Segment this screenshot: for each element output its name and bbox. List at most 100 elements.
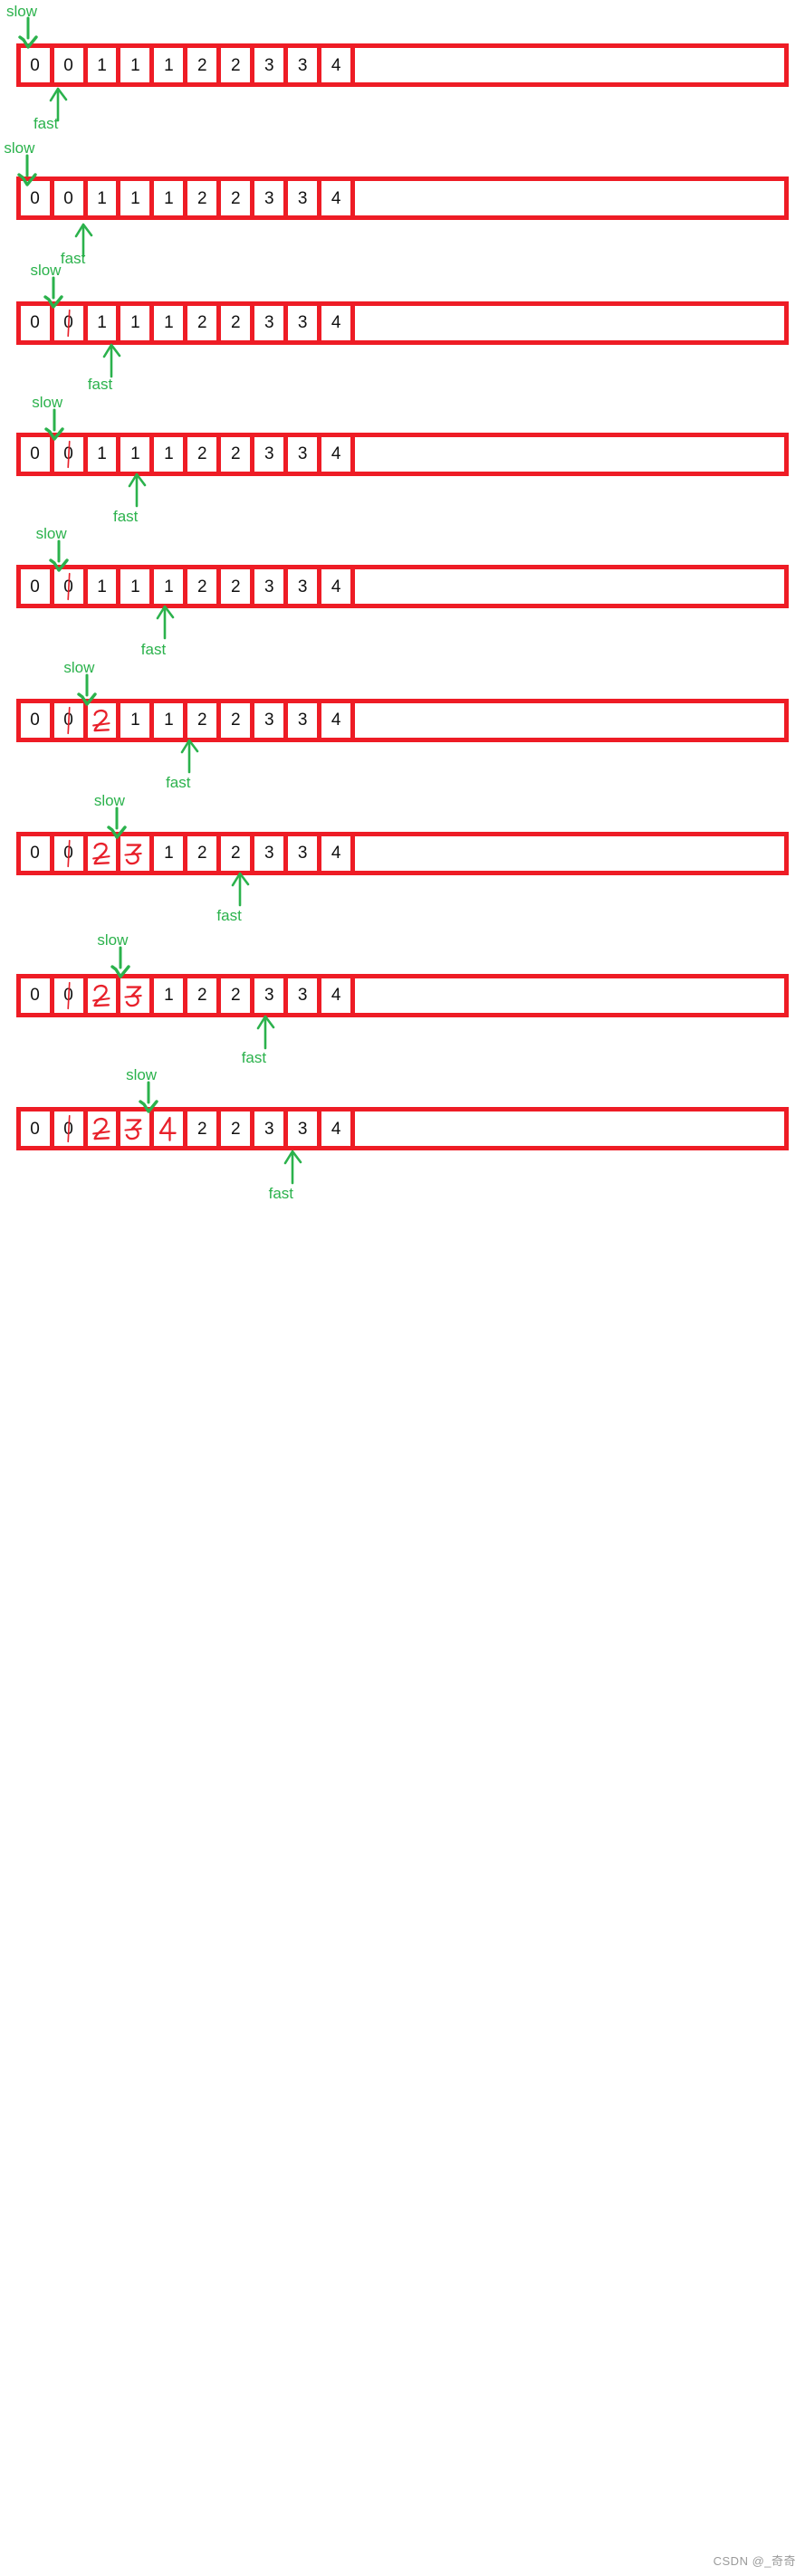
slow-pointer-arrow bbox=[43, 408, 67, 444]
array-cell: 3 bbox=[288, 48, 322, 83]
array-cell: 4 bbox=[321, 978, 356, 1013]
array-cell: 1 bbox=[154, 181, 188, 216]
slow-pointer-arrow bbox=[110, 946, 133, 981]
cell-value: 0 bbox=[30, 313, 40, 333]
cell-value: 2 bbox=[197, 986, 207, 1006]
array-cell: 3 bbox=[254, 181, 289, 216]
array-cell: 3 bbox=[288, 978, 322, 1013]
array-cell: 1 bbox=[154, 569, 188, 605]
handwritten-value-2 bbox=[88, 978, 117, 1013]
cell-value: 2 bbox=[231, 986, 241, 1006]
array-cell: 2 bbox=[187, 48, 222, 83]
array-cell: 1 bbox=[88, 305, 121, 340]
cell-value: 3 bbox=[297, 313, 308, 333]
fast-pointer-arrow bbox=[155, 604, 177, 640]
slow-pointer-label: slow bbox=[126, 1066, 158, 1084]
cell-value: 3 bbox=[297, 444, 308, 464]
cell-value: 0 bbox=[30, 577, 40, 596]
array-cell: 1 bbox=[154, 978, 188, 1013]
cell-value: 0 bbox=[30, 986, 40, 1006]
array-cell: 4 bbox=[321, 835, 356, 871]
cell-value: 0 bbox=[63, 444, 73, 464]
array-cell: 4 bbox=[321, 1111, 356, 1147]
array-cell: 4 bbox=[321, 436, 356, 472]
cell-value: 2 bbox=[231, 711, 241, 730]
array-cell: 3 bbox=[254, 305, 289, 340]
cell-value: 3 bbox=[264, 844, 274, 863]
array-trailing-blank bbox=[355, 48, 784, 82]
cell-value: 0 bbox=[63, 844, 73, 863]
cell-value: 3 bbox=[264, 444, 274, 464]
handwritten-value-2 bbox=[88, 1111, 117, 1146]
slow-pointer-arrow bbox=[43, 276, 66, 311]
array-cell: 0 bbox=[54, 835, 88, 871]
array-cell: 0 bbox=[21, 702, 54, 738]
cell-value: 2 bbox=[197, 711, 207, 730]
array-cell: 2 bbox=[221, 978, 255, 1013]
array-cell: 0 bbox=[54, 1111, 88, 1147]
cell-value: 1 bbox=[164, 577, 174, 596]
cell-value: 3 bbox=[297, 844, 308, 863]
array-cell: 2 bbox=[221, 305, 255, 340]
cell-value: 2 bbox=[231, 1119, 241, 1139]
cell-value: 4 bbox=[331, 577, 341, 596]
fast-pointer-label: fast bbox=[60, 250, 86, 268]
array-cell: 0 bbox=[54, 181, 88, 216]
array-cell: 0 bbox=[54, 978, 88, 1013]
array-cell: 1 bbox=[120, 305, 155, 340]
cell-value: 0 bbox=[63, 188, 73, 208]
array-trailing-blank bbox=[355, 181, 784, 215]
array-cell: 1 bbox=[120, 569, 155, 605]
slow-pointer-arrow bbox=[16, 154, 40, 189]
array-cell: 0 bbox=[54, 48, 88, 83]
cell-value: 1 bbox=[164, 844, 174, 863]
cell-value: 2 bbox=[231, 577, 241, 596]
array-cell: 2 bbox=[221, 436, 255, 472]
cell-value: 0 bbox=[63, 577, 73, 596]
cell-value: 1 bbox=[97, 188, 107, 208]
fast-pointer-arrow bbox=[127, 472, 149, 508]
cell-value: 3 bbox=[297, 1119, 308, 1139]
cell-value: 3 bbox=[264, 711, 274, 730]
cell-value: 1 bbox=[97, 313, 107, 333]
cell-value: 4 bbox=[331, 444, 341, 464]
array-cell: 2 bbox=[187, 1111, 222, 1147]
fast-pointer-arrow bbox=[101, 342, 123, 378]
cell-value: 3 bbox=[264, 188, 274, 208]
cell-value: 4 bbox=[331, 313, 341, 333]
cell-value: 0 bbox=[30, 55, 40, 75]
cell-value: 3 bbox=[264, 577, 274, 596]
array-cell: 2 bbox=[187, 181, 222, 216]
cell-value: 0 bbox=[63, 1119, 73, 1139]
cell-value: 3 bbox=[297, 188, 308, 208]
fast-pointer-arrow bbox=[255, 1014, 277, 1050]
array-cell: 3 bbox=[288, 181, 322, 216]
array-cell: 2 bbox=[221, 835, 255, 871]
cell-value: 0 bbox=[30, 844, 40, 863]
slow-pointer-label: slow bbox=[93, 791, 125, 809]
fast-pointer-label: fast bbox=[268, 1184, 294, 1202]
array-cell: 1 bbox=[154, 436, 188, 472]
cell-value: 3 bbox=[264, 986, 274, 1006]
array-cell: 1 bbox=[120, 48, 155, 83]
cell-value: 4 bbox=[331, 188, 341, 208]
array-trailing-blank bbox=[355, 569, 784, 604]
cell-value: 1 bbox=[130, 444, 140, 464]
array-cell: 2 bbox=[187, 305, 222, 340]
cell-value: 1 bbox=[164, 986, 174, 1006]
fast-pointer-label: fast bbox=[140, 640, 167, 658]
cell-value: 0 bbox=[30, 711, 40, 730]
cell-value: 2 bbox=[197, 1119, 207, 1139]
fast-pointer-label: fast bbox=[112, 507, 139, 525]
array-cell: 3 bbox=[254, 978, 289, 1013]
fast-pointer-arrow bbox=[48, 86, 70, 122]
array-trailing-blank bbox=[355, 703, 784, 738]
slow-pointer-arrow bbox=[76, 673, 100, 709]
cell-value: 1 bbox=[164, 313, 174, 333]
array-cell: 3 bbox=[288, 702, 322, 738]
array-trailing-blank bbox=[355, 306, 784, 340]
cell-value: 1 bbox=[97, 55, 107, 75]
